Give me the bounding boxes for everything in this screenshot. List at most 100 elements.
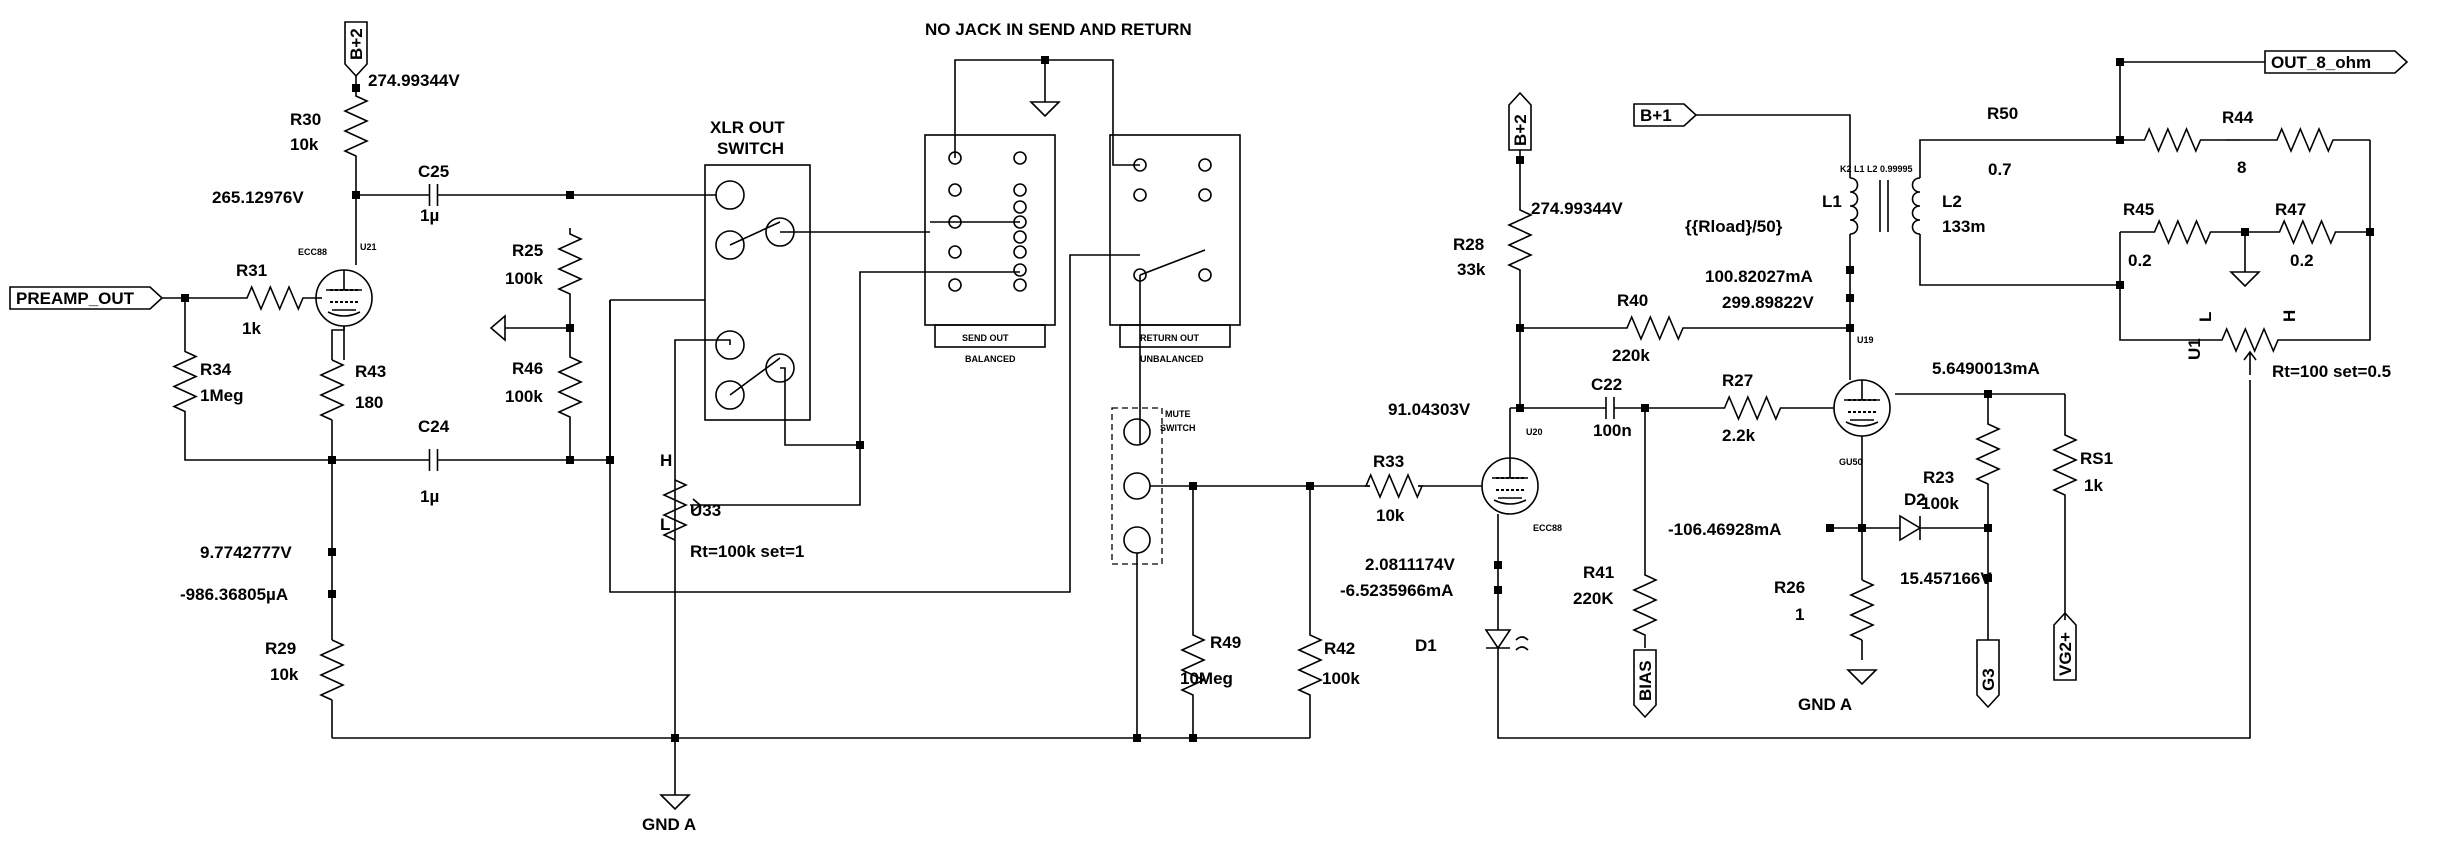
capacitor-c24	[420, 449, 447, 471]
resistor-r30	[343, 92, 369, 160]
u33-name: U33	[690, 501, 721, 520]
inductor-l2	[1911, 177, 1921, 235]
l1-coupling: K2 L1 L2 0.99995	[1840, 164, 1913, 174]
probe-v-b2-left: 274.99344V	[368, 71, 460, 90]
led-glyph	[1515, 636, 1529, 651]
out-8-ohm-flag-text: OUT_8_ohm	[2271, 53, 2371, 72]
ground-symbol	[2229, 271, 2261, 288]
bias-flag-text: BIAS	[1636, 660, 1655, 701]
ground-symbol	[1029, 101, 1061, 118]
wire	[331, 326, 345, 360]
r31-value: 1k	[242, 319, 261, 338]
u33-h: H	[660, 451, 672, 470]
junction-dot	[2116, 281, 2124, 289]
preamp-out-flag-text: PREAMP_OUT	[16, 289, 135, 308]
return-out-label: RETURN OUT	[1140, 333, 1199, 343]
capacitor-c25	[420, 184, 447, 206]
tube-u19	[1833, 379, 1891, 437]
u20-type: ECC88	[1533, 523, 1562, 533]
mute-switch-label: SWITCH	[1160, 423, 1196, 433]
u20-name: U20	[1526, 427, 1543, 437]
xlr-out-label: XLR OUT	[710, 118, 785, 137]
probe-i-screen: 5.6490013mA	[1932, 359, 2040, 378]
d1-name: D1	[1415, 636, 1437, 655]
wire	[2119, 232, 2200, 341]
unbalanced-label: UNBALANCED	[1140, 354, 1204, 364]
u19-name: U19	[1857, 335, 1874, 345]
r34-value: 1Meg	[200, 386, 243, 405]
resistor-r31	[232, 284, 318, 312]
l2-value: 133m	[1942, 217, 1985, 236]
tube-u20	[1481, 457, 1539, 515]
ground-gnd-a	[659, 794, 691, 811]
l2-name: L2	[1942, 192, 1962, 211]
b-plus-1-flag-text: B+1	[1640, 106, 1672, 125]
resistor-r50	[2120, 126, 2225, 154]
vg2-flag: VG2+	[2053, 611, 2077, 681]
r49-value: 10Meg	[1180, 669, 1233, 688]
r40-name: R40	[1617, 291, 1648, 310]
r30-name: R30	[290, 110, 321, 129]
out-8-ohm-flag: OUT_8_ohm	[2264, 50, 2409, 74]
r47-value: 0.2	[2290, 251, 2314, 270]
u19-type: GU50	[1839, 457, 1863, 467]
u21-name: U21	[360, 242, 377, 252]
junction-dot	[2116, 58, 2124, 66]
r33-name: R33	[1373, 452, 1404, 471]
resistor-r29	[319, 639, 345, 701]
r27-name: R27	[1722, 371, 1753, 390]
r25-value: 100k	[505, 269, 543, 288]
r45-name: R45	[2123, 200, 2154, 219]
r40-value: 220k	[1612, 346, 1650, 365]
junction-dot	[566, 191, 574, 199]
wire	[184, 418, 332, 461]
r29-name: R29	[265, 639, 296, 658]
resistor-r41	[1632, 570, 1658, 640]
r42-name: R42	[1324, 639, 1355, 658]
potentiometer-u1	[2200, 326, 2300, 354]
probe-i-cathode-u20: -6.5235966mA	[1340, 581, 1453, 600]
probe-v-b2-mid: 274.99344V	[1531, 199, 1623, 218]
driver-stage	[1364, 150, 2251, 739]
r49-name: R49	[1210, 633, 1241, 652]
probe-dot	[352, 84, 360, 92]
bias-flag: BIAS	[1633, 649, 1657, 719]
resistor-r26	[1849, 579, 1875, 641]
wire	[954, 59, 1140, 166]
r43-name: R43	[355, 362, 386, 381]
r42-value: 100k	[1322, 669, 1360, 688]
probe-v-cathode-u19: 15.457166V	[1900, 569, 1992, 588]
wire	[609, 254, 1140, 593]
r23-name: R23	[1923, 468, 1954, 487]
b-plus-1-flag: B+1	[1633, 103, 1698, 127]
r44-name: R44	[2222, 108, 2254, 127]
r28-value: 33k	[1457, 260, 1486, 279]
g3-flag: G3	[1976, 639, 2000, 709]
preamp-out-flag: PREAMP_OUT	[9, 286, 164, 310]
r46-value: 100k	[505, 387, 543, 406]
junction-dot	[671, 734, 679, 742]
wire	[674, 339, 731, 540]
balanced-label: BALANCED	[965, 354, 1016, 364]
r44-value: 8	[2237, 158, 2246, 177]
u33-param: Rt=100k set=1	[690, 542, 804, 561]
resistor-r27	[1720, 394, 1785, 422]
u1-h: H	[2280, 310, 2299, 322]
b-plus-2-flag-mid-text: B+2	[1511, 114, 1530, 146]
probe-i-primary: 100.82027mA	[1705, 267, 1813, 286]
r34-name: R34	[200, 360, 232, 379]
probe-v-cathode-u20: 2.0811174V	[1365, 555, 1455, 574]
r45-value: 0.2	[2128, 251, 2152, 270]
tube-u21	[315, 269, 373, 327]
wire	[1696, 114, 1851, 178]
wire	[700, 445, 861, 506]
r26-name: R26	[1774, 578, 1805, 597]
resistor-r40	[1620, 314, 1690, 342]
r25-name: R25	[512, 241, 543, 260]
c22-name: C22	[1591, 375, 1622, 394]
r41-value: 220K	[1573, 589, 1614, 608]
no-jack-label: NO JACK IN SEND AND RETURN	[925, 20, 1192, 39]
junction-dot	[1189, 734, 1197, 742]
l1-value: {{Rload}/50}	[1685, 217, 1783, 236]
resistor-r33	[1364, 472, 1424, 500]
